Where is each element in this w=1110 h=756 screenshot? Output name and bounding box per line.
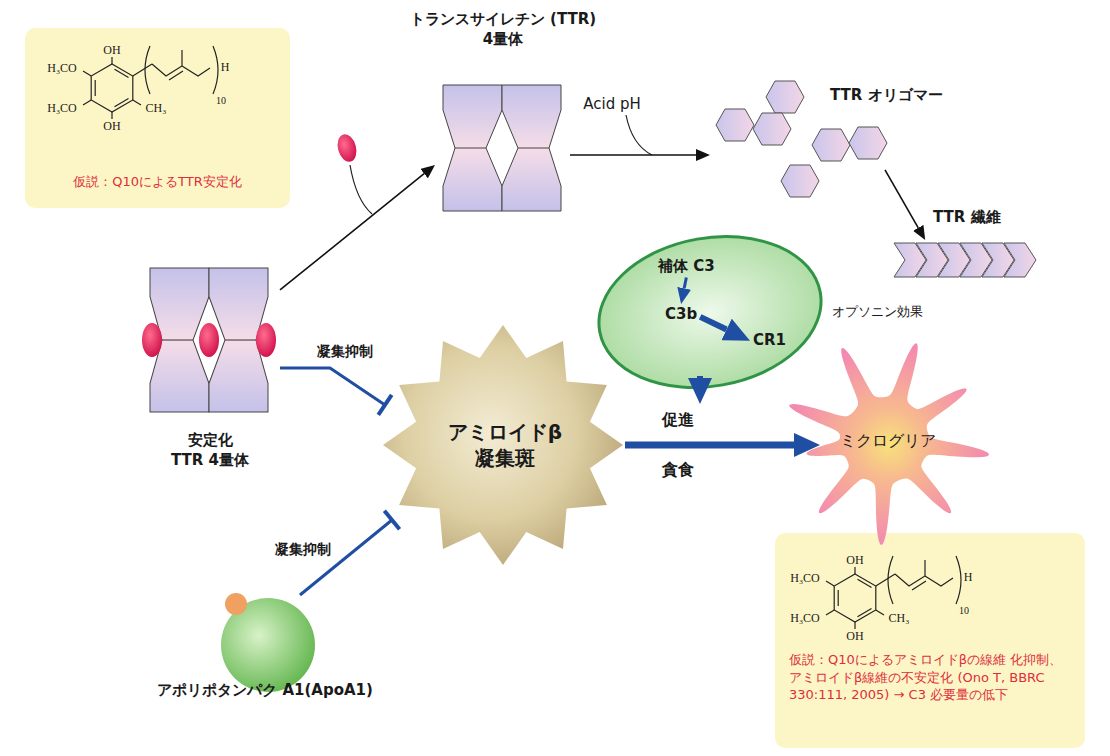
tetramer-node: トランスサイレチン (TTR) 4量体 (435, 8, 570, 215)
release-leader (350, 165, 372, 214)
node-label: 安定化 TTR 4量体 (170, 431, 250, 470)
oligomer-node: TTR オリゴマー (710, 70, 885, 205)
node-label: アポリポタンパク A1(ApoA1) (140, 681, 390, 701)
apoa1-ligand (225, 593, 247, 615)
oligomer-unit (812, 129, 850, 161)
atom-label: OH (846, 553, 863, 568)
oligomer-unit (753, 113, 791, 145)
node-label: オプソニン効果 (832, 304, 942, 321)
oligomer-unit (849, 127, 887, 159)
plaque-node: アミロイドβ 凝集斑 (385, 325, 625, 565)
hypothesis-box: 仮説：Q10によるアミロイドβの線維 化抑制、アミロイドβ線維の不安定化 (On… (775, 533, 1085, 748)
process-label: 貪食 (662, 460, 694, 481)
atom-label: OH (846, 629, 863, 644)
edge-label: Acid pH (583, 95, 641, 113)
node-label: CR1 (753, 331, 786, 351)
amyloid-plaque (383, 325, 623, 565)
oligomer-unit (766, 81, 804, 113)
node-label: 仮説：Q10によるTTR安定化 (25, 174, 290, 191)
node-label: ミクログリア (820, 431, 955, 452)
node-label: 仮説：Q10によるアミロイドβの線維 化抑制、アミロイドβ線維の不安定化 (On… (789, 651, 1073, 704)
arrow-connector (885, 170, 918, 228)
atom-label: H₃CO (47, 101, 77, 116)
q10-molecule (335, 132, 360, 164)
oligomer-unit (716, 109, 754, 141)
arrow-connector (684, 278, 686, 289)
q10-molecule (142, 323, 162, 357)
edge-label: 促進 (662, 410, 694, 431)
edge-label: 凝集抑制 (317, 343, 373, 361)
label-leader (626, 115, 652, 155)
fibril-unit (1004, 243, 1036, 277)
complement-step: CR1 (750, 330, 789, 352)
stabilized-tetramer-node: 安定化 TTR 4量体 (140, 265, 280, 475)
atom-label: H (964, 570, 973, 585)
microglia-node: ミクログリア (820, 340, 955, 545)
atom-label: 10 (216, 95, 226, 106)
atom-label: H₃CO (790, 611, 820, 626)
node-label: アミロイドβ 凝集斑 (440, 419, 570, 471)
inhibition-connector (300, 520, 392, 595)
oligomer-unit (781, 165, 819, 197)
node-label: トランスサイレチン (TTR) 4量体 (403, 10, 603, 49)
atom-label: OH (103, 43, 120, 58)
complement-ellipse (587, 220, 833, 405)
arrow-connector (280, 174, 424, 290)
arrow-connector (570, 154, 696, 156)
arrow-connector (700, 317, 726, 330)
microglia-cell (789, 343, 989, 545)
arrow-connector (625, 441, 794, 448)
node-label: TTR オリゴマー (830, 86, 980, 106)
complement-step: C3b (662, 304, 700, 326)
hypothesis-box: 仮説：Q10によるTTR安定化 (25, 28, 290, 208)
complement-step: 補体 C3 (655, 256, 718, 278)
ttr-tetramer (443, 85, 561, 211)
complement-node: 補体 C3C3bCR1オプソニン効果 (600, 242, 820, 387)
hypothesis-panel (775, 533, 1085, 748)
ttr-tetramer-stabilized (150, 268, 268, 412)
coq10-formula (83, 46, 218, 119)
inhibition-connector (280, 368, 385, 405)
q10-molecule (256, 323, 276, 357)
fibril-node: TTR 繊維 (893, 240, 1033, 278)
node-label: C3b (665, 305, 697, 325)
atom-label: CH₃ (146, 101, 167, 116)
atom-label: H₃CO (47, 61, 77, 76)
coq10-formula (826, 556, 961, 629)
atom-label: CH₃ (889, 611, 910, 626)
apoa1-node: アポリポタンパク A1(ApoA1) (140, 595, 390, 707)
q10-molecule (199, 323, 219, 357)
node-label: 補体 C3 (658, 257, 715, 277)
edge-label: 凝集抑制 (275, 541, 331, 559)
atom-label: OH (103, 119, 120, 134)
atom-label: H₃CO (790, 571, 820, 586)
hypothesis-panel (25, 28, 290, 208)
atom-label: H (221, 60, 230, 75)
atom-label: 10 (959, 605, 969, 616)
node-label: TTR 繊維 (933, 208, 1033, 228)
promotion-arrow (697, 376, 703, 378)
